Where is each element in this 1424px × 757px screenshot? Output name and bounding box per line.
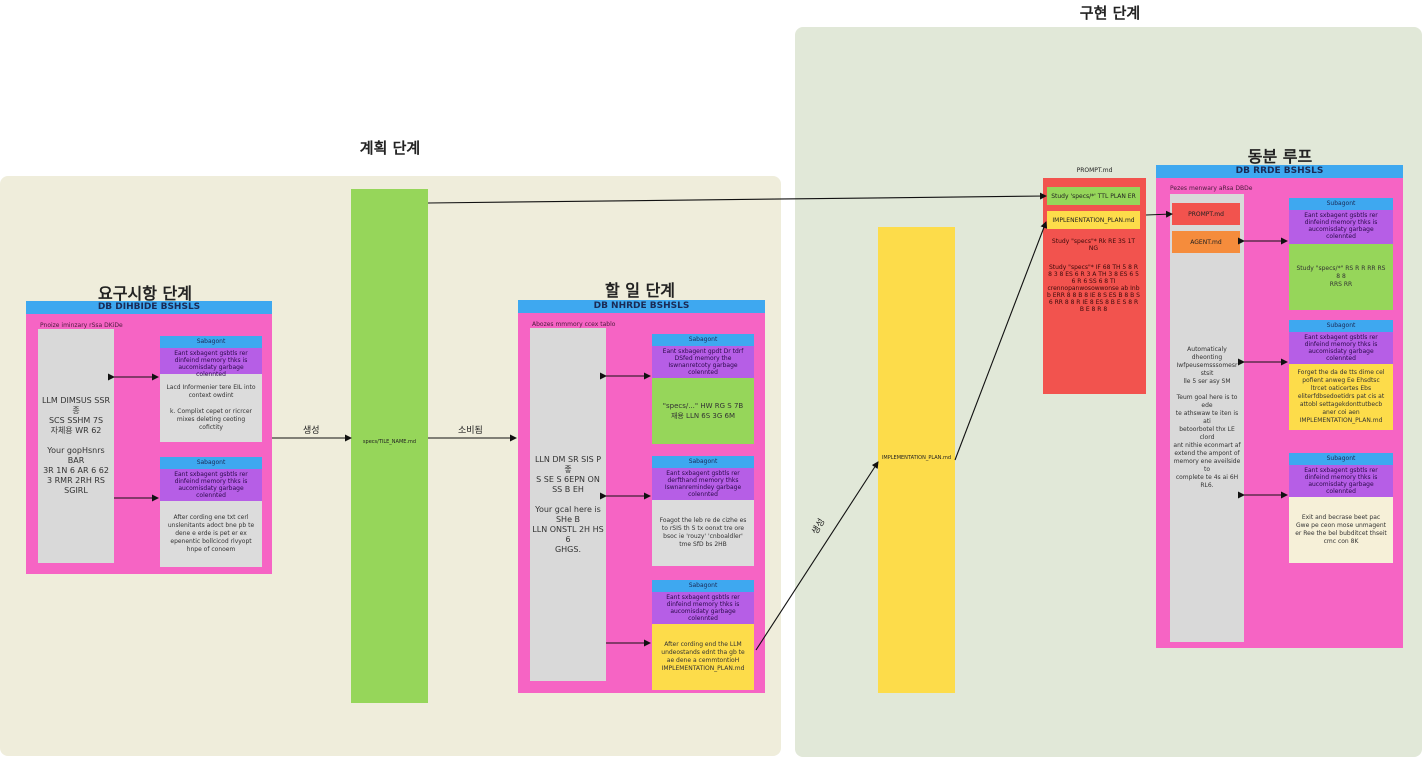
- prompt-line-1: Study "specs"* Rk RE 3S 1T NG: [1051, 238, 1136, 252]
- subagent-desc: Eant sxbagent gsbtls rer derfthand memor…: [652, 468, 754, 500]
- subagent-note-text: Study "specs/*" RS R R RR RS 8 8 RRS RR: [1296, 265, 1386, 288]
- todo-subagent-2: Sabagont Eant sxbagent gsbtls rer derfth…: [652, 456, 754, 566]
- requirements-caption: Pnoize iminzary rSsa DKiDe: [40, 322, 123, 329]
- requirements-context: LLM DIMSUS SSR 종 SCS SSHM 7S 자체용 WR 62 Y…: [38, 329, 114, 563]
- subagent-desc: Eant sxbagent gpdt Dr tdrf DSfed memory …: [652, 346, 754, 378]
- subagent-note: "specs/..." HW RG S 7B 재용 LLN 6S 3G 6M: [652, 378, 754, 444]
- todo-caption: Abozes mmmory ccex tablo: [532, 321, 616, 328]
- loop-title: 동분 루프: [1247, 147, 1313, 166]
- subagent-desc: Eant sxbagent gsbtls rer dinfeind memory…: [1289, 332, 1393, 364]
- todo-panel: DB NHRDE BSHSLS Abozes mmmory ccex tablo…: [518, 300, 765, 693]
- requirements-subagent-2: Sabagont Eant sxbagent gsbtls rer dinfei…: [160, 457, 262, 567]
- subagent-note-text: "specs/..." HW RG S 7B 재용 LLN 6S 3G 6M: [662, 402, 744, 420]
- implementation-plan-bar: IMPLEMENTATION_PLAN.md: [878, 227, 955, 693]
- subagent-head: Sabagont: [652, 334, 754, 346]
- todo-context: LLN DM SR SIS P 좋 S SE S 6EPN ON SS B EH…: [530, 328, 606, 681]
- loop-subagent-3: Subagont Eant sxbagent gsbtls rer dinfei…: [1289, 453, 1393, 563]
- subagent-note: Foagot the leb re de cizhe es to rSIS th…: [652, 500, 754, 566]
- prompt-block: Study 'specs/*' TTL PLAN ER IMPLENENTATI…: [1043, 178, 1146, 394]
- loop-context: Automaticaly dheonting Iwfpeusemsssomesr…: [1170, 194, 1244, 642]
- subagent-note: Study "specs/*" RS R R RR RS 8 8 RRS RR: [1289, 244, 1393, 310]
- subagent-head: Sabagont: [160, 457, 262, 469]
- loop-prompt-item: PROMPT.md: [1172, 203, 1240, 225]
- prompt-text: Study "specs"* IF 68 TH 5 8 R 8 3 8 ES 6…: [1047, 263, 1140, 313]
- todo-subagent-3: Sabagont Eant sxbagent gsbtls rer dinfei…: [652, 580, 754, 690]
- requirements-subagent-1: Sabagont Eant sxbagent gsbtls rer dinfei…: [160, 336, 262, 442]
- subagent-head: Sabagont: [652, 580, 754, 592]
- requirements-context-text: LLM DIMSUS SSR 종 SCS SSHM 7S 자체용 WR 62 Y…: [41, 396, 111, 495]
- requirements-panel: DB DIHBIDE BSHSLS Pnoize iminzary rSsa D…: [26, 301, 272, 574]
- subagent-head: Subagont: [1289, 198, 1393, 210]
- red-block-header: PROMPT.md: [1076, 167, 1113, 174]
- subagent-desc: Eant sxbagent gsbtls rer dinfeind memory…: [1289, 465, 1393, 497]
- requirements-bar: DB DIHBIDE BSHSLS: [26, 301, 272, 314]
- planning-bar-label: specs/TILE_NAME.md: [362, 439, 417, 445]
- loop-caption: Pezes menwary aRsa DBDe: [1170, 185, 1253, 192]
- requirements-title: 요구시항 단계: [98, 284, 192, 303]
- subagent-note: Forget the da de tts dime cel pofient an…: [1289, 364, 1393, 430]
- subagent-note-text: Lacd Informenier tere EIL into context o…: [166, 384, 256, 431]
- todo-context-text: LLN DM SR SIS P 좋 S SE S 6EPN ON SS B EH…: [532, 454, 604, 554]
- todo-bar: DB NHRDE BSHSLS: [518, 300, 765, 313]
- subagent-head: Sabagont: [160, 336, 262, 348]
- subagent-desc: Eant sxbagent gsbtls rer dinfeind memory…: [652, 592, 754, 624]
- subagent-head: Sabagont: [652, 456, 754, 468]
- implementation-title: 구현 단계: [1079, 4, 1141, 22]
- prompt-green-line: Study 'specs/*' TTL PLAN ER: [1047, 187, 1140, 205]
- loop-context-text: Automaticaly dheonting Iwfpeusemsssomesr…: [1173, 346, 1241, 489]
- planning-bar: specs/TILE_NAME.md: [351, 189, 428, 703]
- loop-bar: DB RRDE BSHSLS: [1156, 165, 1403, 178]
- subagent-desc: Eant sxbagent gsbtls rer dinfeind memory…: [1289, 210, 1393, 244]
- subagent-desc: Eant sxbagent gsbtls rer dinfeind memory…: [160, 348, 262, 378]
- subagent-desc: Eant sxbagent gsbtls rer dinfeind memory…: [160, 469, 262, 501]
- loop-agent-item: AGENT.md: [1172, 231, 1240, 253]
- subagent-head: Subagont: [1289, 453, 1393, 465]
- subagent-note: Exit and becrase beet pac Gwe pe ceon mo…: [1289, 497, 1393, 563]
- subagent-note: Lacd Informenier tere EIL into context o…: [160, 374, 262, 442]
- edge-label-consumed: 소비됨: [458, 426, 483, 436]
- loop-panel: DB RRDE BSHSLS Pezes menwary aRsa DBDe A…: [1156, 165, 1403, 648]
- loop-subagent-1: Subagont Eant sxbagent gsbtls rer dinfei…: [1289, 198, 1393, 310]
- subagent-head: Subagont: [1289, 320, 1393, 332]
- planning-title: 계획 단계: [359, 139, 421, 157]
- todo-subagent-1: Sabagont Eant sxbagent gpdt Dr tdrf DSfe…: [652, 334, 754, 444]
- implementation-plan-label: IMPLEMENTATION_PLAN.md: [881, 455, 952, 461]
- loop-subagent-2: Subagont Eant sxbagent gsbtls rer dinfei…: [1289, 320, 1393, 430]
- prompt-yellow-line: IMPLENENTATION_PLAN.md: [1047, 211, 1140, 229]
- todo-title: 할 일 단계: [604, 281, 676, 300]
- subagent-note: After cording end the LLM undeostands ed…: [652, 624, 754, 690]
- edge-label-generate-1: 생성: [303, 426, 320, 436]
- subagent-note: After cording ene txt cerl unslenitants …: [160, 501, 262, 567]
